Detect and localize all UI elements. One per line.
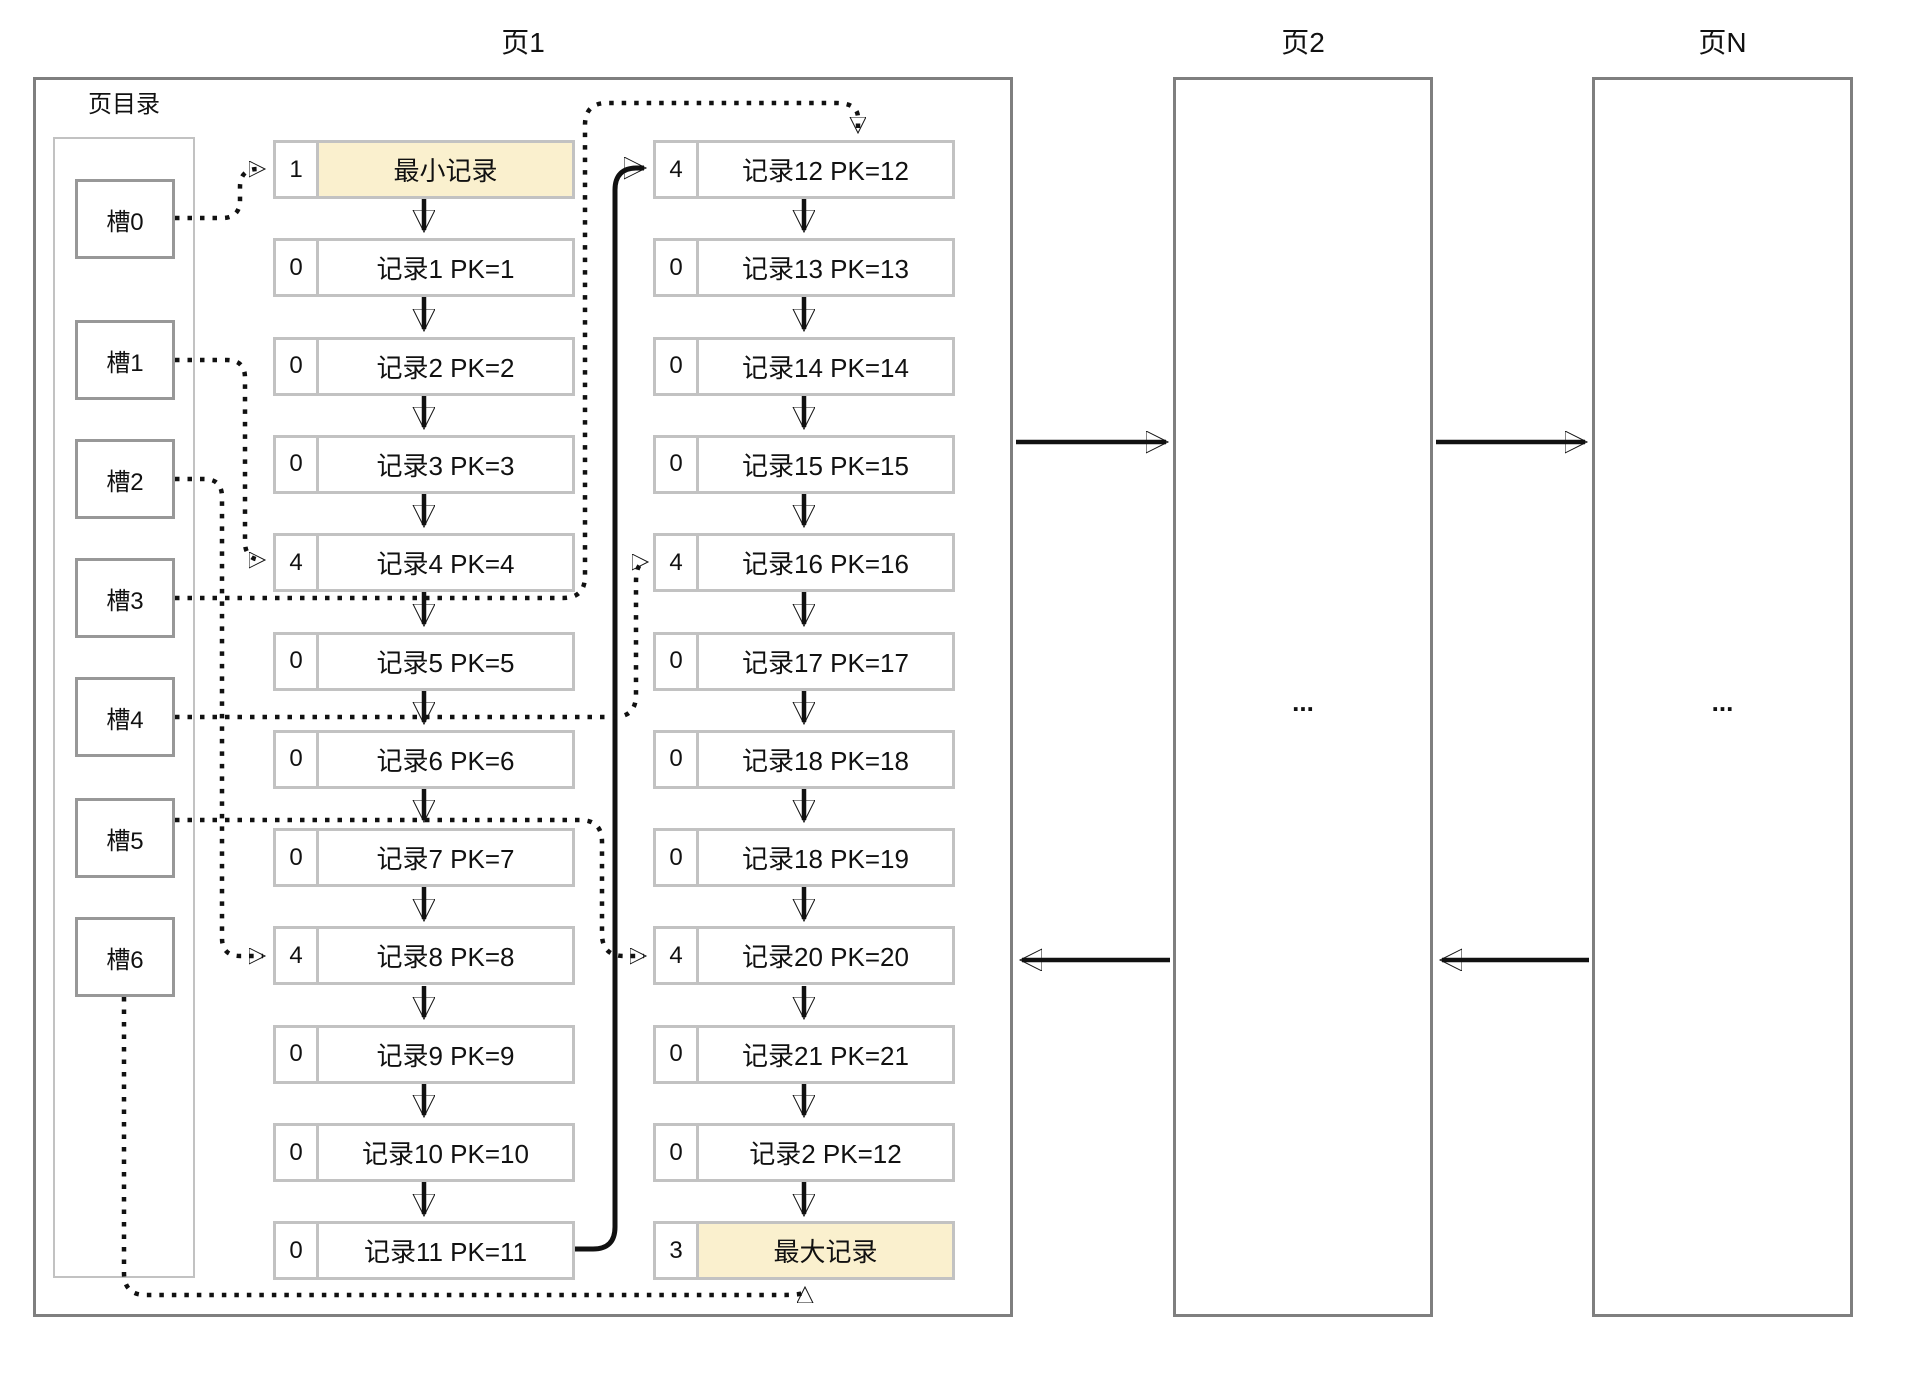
record-owned-count: 0 bbox=[656, 241, 699, 295]
page2-ellipsis: ... bbox=[1292, 687, 1314, 717]
pageN-box bbox=[1592, 77, 1853, 1317]
record-row: 0 记录9 PK=9 bbox=[273, 1024, 575, 1084]
record-label: 记录21 PK=21 bbox=[699, 1027, 952, 1081]
record-owned-count: 0 bbox=[656, 437, 699, 491]
slot-5: 槽5 bbox=[75, 798, 175, 878]
page-directory-label: 页目录 bbox=[88, 91, 160, 118]
pageN-title: 页N bbox=[1698, 27, 1747, 58]
record-owned-count: 4 bbox=[276, 929, 319, 983]
record-row: 0 记录13 PK=13 bbox=[653, 238, 955, 298]
record-owned-count: 0 bbox=[656, 732, 699, 786]
record-row: 0 记录3 PK=3 bbox=[273, 434, 575, 494]
record-label: 记录3 PK=3 bbox=[319, 437, 572, 491]
page2-box bbox=[1173, 77, 1433, 1317]
record-label: 记录20 PK=20 bbox=[699, 929, 952, 983]
record-row: 0 记录2 PK=2 bbox=[273, 336, 575, 396]
record-owned-count: 0 bbox=[656, 831, 699, 885]
page2-title: 页2 bbox=[1281, 27, 1325, 58]
record-label: 最小记录 bbox=[319, 143, 572, 196]
record-label: 记录18 PK=19 bbox=[699, 831, 952, 885]
record-owned-count: 3 bbox=[656, 1224, 699, 1278]
record-row: 0 记录21 PK=21 bbox=[653, 1024, 955, 1084]
record-label: 记录18 PK=18 bbox=[699, 732, 952, 786]
record-row: 0 记录7 PK=7 bbox=[273, 828, 575, 888]
record-row: 0 记录11 PK=11 bbox=[273, 1221, 575, 1281]
record-row: 0 记录2 PK=12 bbox=[653, 1123, 955, 1182]
record-row: 0 记录1 PK=1 bbox=[273, 238, 575, 298]
slot-3: 槽3 bbox=[75, 558, 175, 638]
record-row-min: 1 最小记录 bbox=[273, 140, 575, 199]
record-row: 4 记录16 PK=16 bbox=[653, 533, 955, 593]
record-owned-count: 0 bbox=[276, 437, 319, 491]
slot-2: 槽2 bbox=[75, 439, 175, 519]
record-label: 记录4 PK=4 bbox=[319, 536, 572, 590]
record-row: 4 记录12 PK=12 bbox=[653, 140, 955, 199]
record-label: 记录6 PK=6 bbox=[319, 732, 572, 786]
record-owned-count: 0 bbox=[276, 634, 319, 688]
record-owned-count: 4 bbox=[656, 929, 699, 983]
record-label: 记录17 PK=17 bbox=[699, 634, 952, 688]
record-row: 0 记录15 PK=15 bbox=[653, 434, 955, 494]
page1-title: 页1 bbox=[501, 27, 545, 58]
slot-6: 槽6 bbox=[75, 917, 175, 997]
record-row: 0 记录10 PK=10 bbox=[273, 1123, 575, 1182]
record-label: 记录16 PK=16 bbox=[699, 536, 952, 590]
record-owned-count: 0 bbox=[656, 1126, 699, 1179]
record-label: 记录2 PK=12 bbox=[699, 1126, 952, 1179]
record-label: 记录8 PK=8 bbox=[319, 929, 572, 983]
record-owned-count: 0 bbox=[656, 339, 699, 393]
record-label: 记录10 PK=10 bbox=[319, 1126, 572, 1179]
slot-0: 槽0 bbox=[75, 179, 175, 259]
record-row-max: 3 最大记录 bbox=[653, 1221, 955, 1281]
record-owned-count: 0 bbox=[276, 1027, 319, 1081]
record-row: 0 记录6 PK=6 bbox=[273, 729, 575, 789]
record-label: 记录2 PK=2 bbox=[319, 339, 572, 393]
record-label: 记录12 PK=12 bbox=[699, 143, 952, 196]
record-label: 记录1 PK=1 bbox=[319, 241, 572, 295]
record-row: 4 记录4 PK=4 bbox=[273, 533, 575, 593]
record-owned-count: 1 bbox=[276, 143, 319, 196]
record-label: 记录11 PK=11 bbox=[319, 1224, 572, 1278]
record-row: 0 记录17 PK=17 bbox=[653, 631, 955, 691]
record-owned-count: 0 bbox=[276, 831, 319, 885]
record-owned-count: 0 bbox=[276, 241, 319, 295]
pageN-ellipsis: ... bbox=[1711, 687, 1734, 717]
record-label: 记录5 PK=5 bbox=[319, 634, 572, 688]
record-label: 记录9 PK=9 bbox=[319, 1027, 572, 1081]
record-row: 0 记录18 PK=18 bbox=[653, 729, 955, 789]
record-row: 4 记录20 PK=20 bbox=[653, 926, 955, 986]
slot-4: 槽4 bbox=[75, 677, 175, 757]
record-row: 0 记录5 PK=5 bbox=[273, 631, 575, 691]
record-owned-count: 0 bbox=[656, 634, 699, 688]
record-owned-count: 4 bbox=[276, 536, 319, 590]
record-label: 记录7 PK=7 bbox=[319, 831, 572, 885]
record-label: 记录14 PK=14 bbox=[699, 339, 952, 393]
record-label: 记录15 PK=15 bbox=[699, 437, 952, 491]
record-owned-count: 0 bbox=[276, 1224, 319, 1278]
record-owned-count: 0 bbox=[276, 339, 319, 393]
record-row: 0 记录14 PK=14 bbox=[653, 336, 955, 396]
record-row: 0 记录18 PK=19 bbox=[653, 828, 955, 888]
record-owned-count: 4 bbox=[656, 143, 699, 196]
record-owned-count: 0 bbox=[276, 732, 319, 786]
record-owned-count: 4 bbox=[656, 536, 699, 590]
record-owned-count: 0 bbox=[656, 1027, 699, 1081]
record-label: 记录13 PK=13 bbox=[699, 241, 952, 295]
record-label: 最大记录 bbox=[699, 1224, 952, 1278]
record-owned-count: 0 bbox=[276, 1126, 319, 1179]
record-row: 4 记录8 PK=8 bbox=[273, 926, 575, 986]
slot-1: 槽1 bbox=[75, 320, 175, 400]
